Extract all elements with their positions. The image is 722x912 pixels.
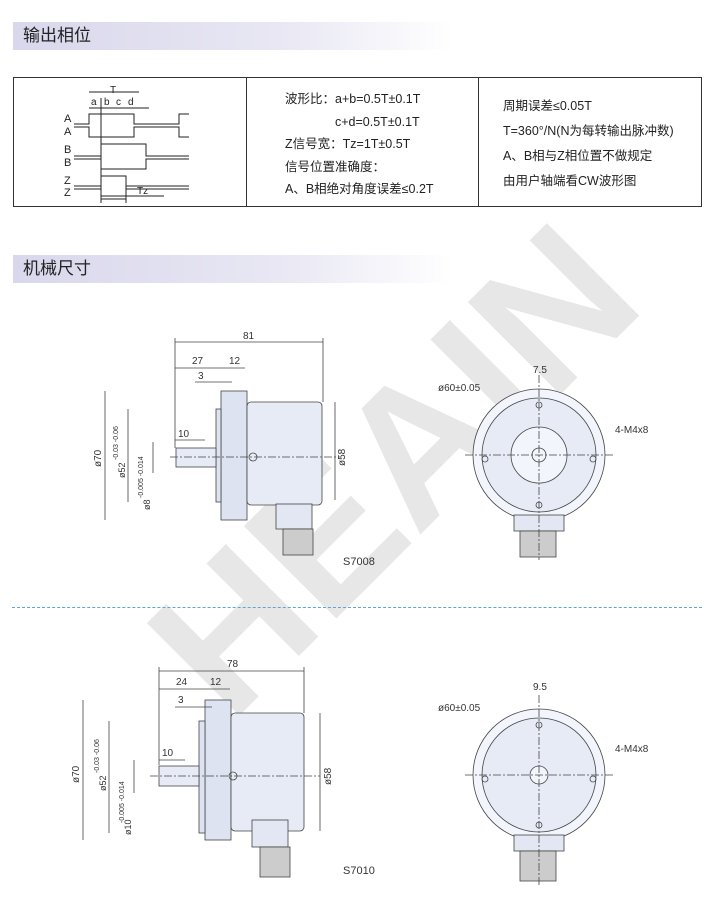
period-specs: 周期误差≤0.05T T=360°/N(N为每转输出脉冲数) A、B相与Z相位置… bbox=[479, 78, 701, 206]
label: 12 bbox=[229, 356, 241, 367]
label: Tz bbox=[137, 186, 148, 197]
spec-line: A、B相绝对角度误差≤0.2T bbox=[285, 182, 434, 196]
label: S7008 bbox=[343, 556, 375, 568]
label: ø70 bbox=[93, 449, 104, 467]
label: ø8 bbox=[142, 499, 152, 510]
label: ø58 bbox=[323, 767, 334, 785]
section-title: 输出相位 bbox=[23, 26, 91, 45]
label: d bbox=[128, 97, 134, 108]
spec-line: 波形比：a+b=0.5T±0.1T bbox=[285, 92, 421, 106]
label: B bbox=[64, 144, 71, 156]
label: c bbox=[116, 97, 121, 108]
label: 9.5 bbox=[533, 682, 547, 693]
label: ø60±0.05 bbox=[438, 703, 481, 714]
spec-line: 信号位置准确度： bbox=[285, 159, 386, 174]
label: -0.005 -0.014 bbox=[138, 456, 145, 498]
label: ø52 bbox=[117, 462, 127, 478]
phase-spec-table: T a b c d A A B B Z Z Tz 波形比：a+b=0.5T±0.… bbox=[13, 77, 702, 207]
label: 24 bbox=[176, 677, 188, 688]
label: S7010 bbox=[343, 865, 375, 877]
label: 81 bbox=[243, 331, 255, 342]
spec-line: A、B相与Z相位置不做规定 bbox=[503, 149, 653, 163]
label: ø70 bbox=[71, 765, 82, 783]
label: ø52 bbox=[98, 775, 108, 791]
label: Z bbox=[64, 175, 71, 187]
label: B bbox=[64, 157, 71, 169]
spec-line: Z信号宽：Tz=1T±0.5T bbox=[285, 137, 411, 151]
drawing-s7010: 78 24 12 3 10 ø70 ø52 -0.03 -0.06 ø10 -0… bbox=[71, 659, 649, 885]
label: 10 bbox=[178, 429, 190, 440]
label: 4-M4x8 bbox=[615, 744, 649, 755]
label: Z bbox=[64, 187, 71, 199]
section-title: 机械尺寸 bbox=[23, 259, 91, 278]
label: 12 bbox=[210, 677, 222, 688]
label: 7.5 bbox=[533, 365, 547, 376]
waveform-specs: 波形比：a+b=0.5T±0.1T c+d=0.5T±0.1T Z信号宽：Tz=… bbox=[247, 78, 479, 206]
label: 3 bbox=[198, 371, 204, 382]
label: a bbox=[91, 97, 97, 108]
label: -0.005 -0.014 bbox=[119, 781, 126, 823]
label: 27 bbox=[192, 356, 204, 367]
spec-line: c+d=0.5T±0.1T bbox=[335, 114, 420, 129]
label: A bbox=[64, 113, 72, 125]
spec-line: 周期误差≤0.05T bbox=[503, 99, 592, 113]
label: b bbox=[104, 97, 110, 108]
label: ø10 bbox=[123, 819, 133, 835]
label: -0.03 -0.06 bbox=[113, 426, 120, 460]
waveform-diagram: T a b c d A A B B Z Z Tz bbox=[14, 78, 247, 206]
label: 10 bbox=[162, 748, 174, 759]
section-header-output-phase: 输出相位 bbox=[13, 22, 453, 50]
label: -0.03 -0.06 bbox=[94, 739, 101, 773]
spec-line: T=360°/N(N为每转输出脉冲数) bbox=[503, 124, 674, 138]
section-header-mechanical: 机械尺寸 bbox=[13, 255, 453, 283]
divider bbox=[12, 607, 702, 608]
drawing-s7008: 81 27 12 3 10 ø70 ø52 -0.03 -0.06 ø8 -0.… bbox=[93, 331, 649, 568]
spec-line: 由用户轴端看CW波形图 bbox=[503, 174, 637, 188]
label: ø58 bbox=[337, 448, 348, 466]
label: 3 bbox=[178, 695, 184, 706]
label: A bbox=[64, 126, 72, 138]
label: 78 bbox=[227, 659, 239, 670]
label: T bbox=[110, 85, 116, 96]
label: ø60±0.05 bbox=[438, 383, 481, 394]
label: 4-M4x8 bbox=[615, 425, 649, 436]
